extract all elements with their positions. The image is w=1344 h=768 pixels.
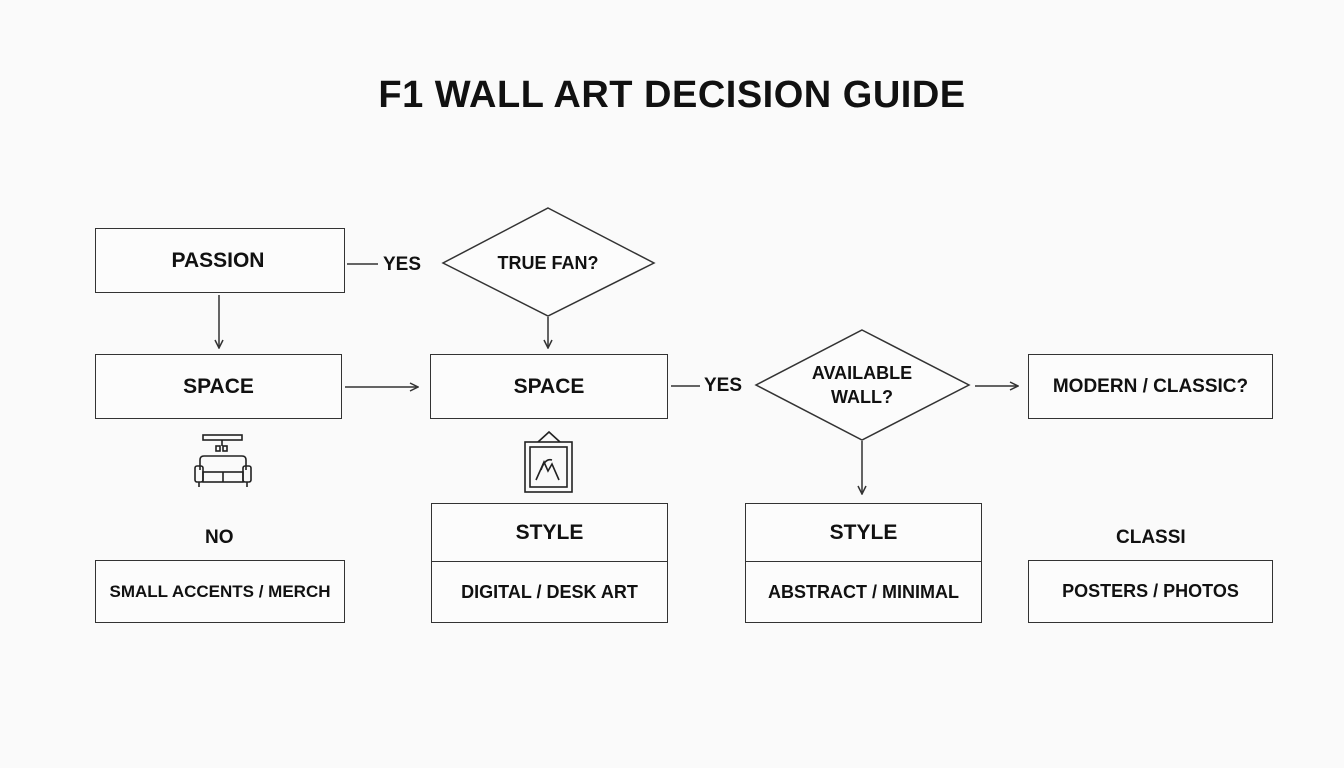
modern-classic-label: MODERN / CLASSIC? xyxy=(1052,375,1249,397)
small-accents-box: SMALL ACCENTS / MERCH xyxy=(95,560,345,623)
no-label: NO xyxy=(205,527,234,548)
available-wall-line1: AVAILABLE xyxy=(811,363,913,383)
space-left-label: SPACE xyxy=(183,374,254,398)
available-wall-label: AVAILABLE WALL? xyxy=(782,361,942,409)
small-accents-label: SMALL ACCENTS / MERCH xyxy=(109,581,331,601)
modern-classic-box: MODERN / CLASSIC? xyxy=(1028,354,1273,419)
space-box-left: SPACE xyxy=(95,354,342,419)
diamond-true-fan xyxy=(441,207,656,317)
style-box-mid: STYLE DIGITAL / DESK ART xyxy=(431,503,668,623)
style-mid-heading: STYLE xyxy=(432,504,667,562)
yes-label-mid: YES xyxy=(704,375,743,396)
yes-label-top: YES xyxy=(383,254,422,275)
posters-photos-label: POSTERS / PHOTOS xyxy=(1062,581,1239,601)
style-right-heading: STYLE xyxy=(746,504,981,562)
passion-label: PASSION xyxy=(171,248,265,272)
style-mid-option: DIGITAL / DESK ART xyxy=(461,581,638,602)
style-box-right: STYLE ABSTRACT / MINIMAL xyxy=(745,503,982,623)
diamond-available-wall xyxy=(754,329,971,441)
available-wall-line2: WALL? xyxy=(831,387,893,407)
page-title: F1 WALL ART DECISION GUIDE xyxy=(378,74,966,116)
classic-label: CLASSI xyxy=(1116,527,1186,548)
true-fan-label: TRUE FAN? xyxy=(497,253,599,273)
passion-box: PASSION xyxy=(95,228,345,293)
style-right-option: ABSTRACT / MINIMAL xyxy=(768,581,959,602)
posters-photos-box: POSTERS / PHOTOS xyxy=(1028,560,1273,623)
space-box-mid: SPACE xyxy=(430,354,668,419)
sofa-icon xyxy=(194,434,252,487)
framed-picture-icon xyxy=(524,430,573,493)
space-mid-label: SPACE xyxy=(513,374,585,398)
